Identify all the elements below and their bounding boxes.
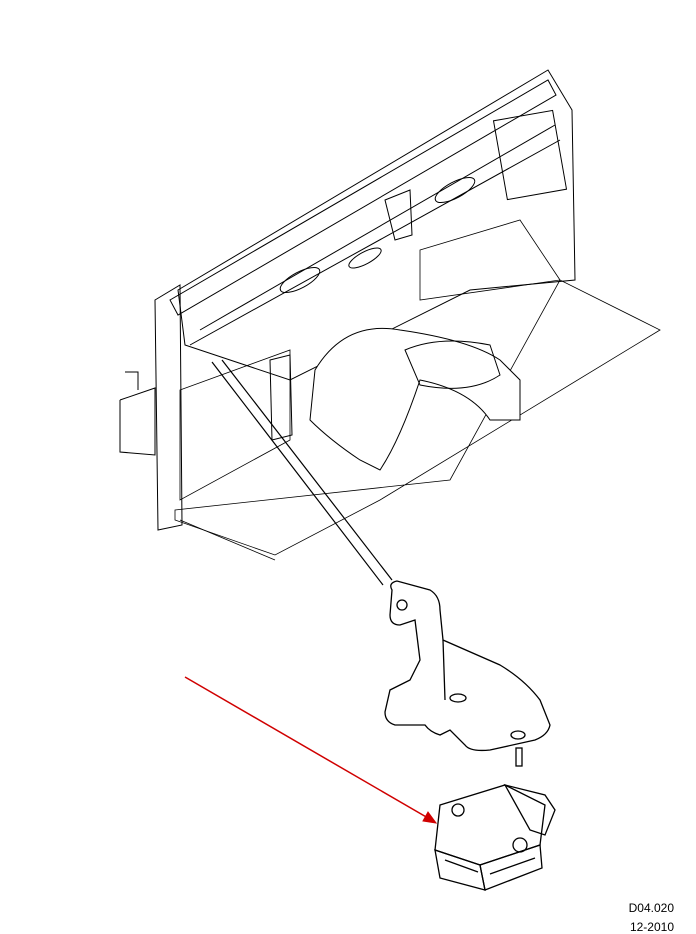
callout-arrow bbox=[184, 676, 438, 824]
figure-code: D04.020 bbox=[628, 901, 674, 915]
cab-pillar bbox=[119, 284, 183, 531]
mounting-bracket bbox=[384, 580, 551, 767]
figure-date: 12-2010 bbox=[629, 920, 674, 934]
cab-rear-wall bbox=[169, 69, 576, 381]
leader-lines bbox=[211, 359, 393, 586]
transmission-tunnel bbox=[269, 327, 521, 471]
yaw-rate-sensor bbox=[434, 784, 556, 891]
